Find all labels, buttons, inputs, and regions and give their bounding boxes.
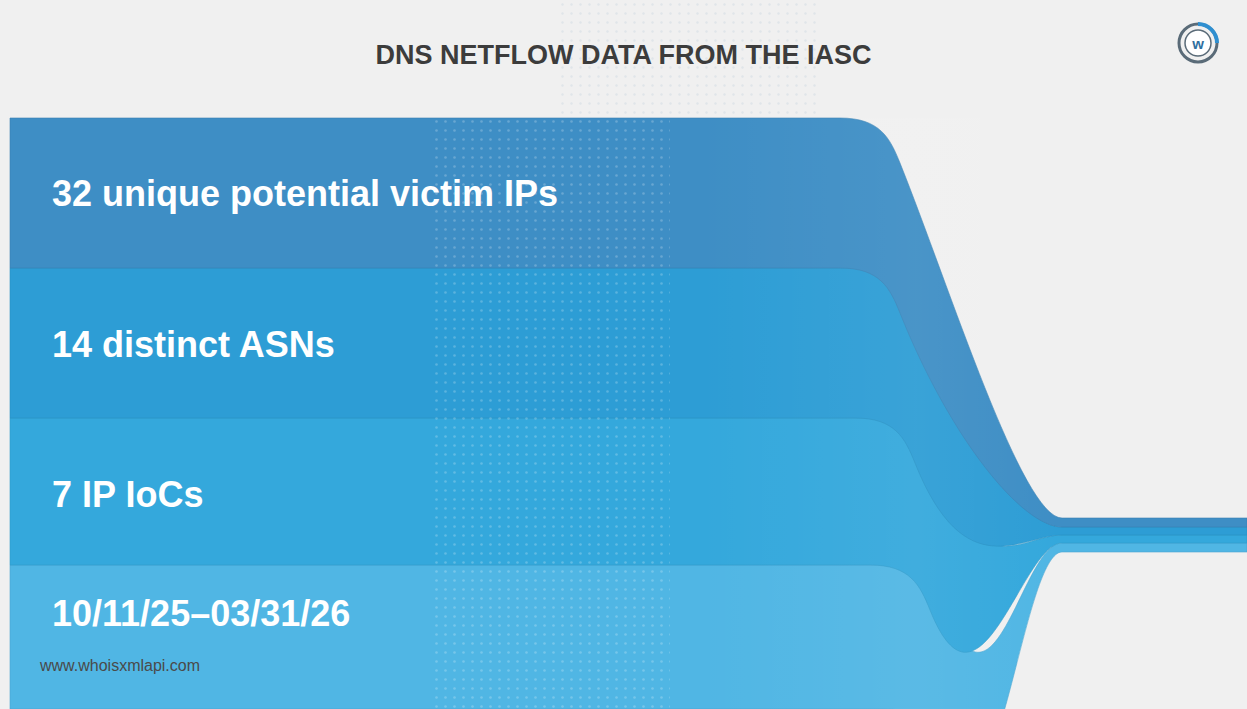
funnel-band: 14 distinct ASNs <box>10 268 845 418</box>
logo <box>1179 24 1217 62</box>
sheen <box>700 118 1060 709</box>
funnel-band: 7 IP IoCs <box>10 418 860 565</box>
band-label: 14 distinct ASNs <box>52 325 335 365</box>
band-label: 32 unique potential victim IPs <box>52 174 558 214</box>
watermark: www.whoisxmlapi.com <box>40 657 200 675</box>
funnel-band: 10/11/25–03/31/26 <box>10 565 875 709</box>
band-label: 10/11/25–03/31/26 <box>52 594 350 634</box>
logo-letter: w <box>1192 35 1204 52</box>
band-label: 7 IP IoCs <box>52 475 203 515</box>
title: DNS NETFLOW DATA FROM THE IASC <box>0 40 1247 71</box>
funnel-band: 32 unique potential victim IPs <box>10 118 830 268</box>
